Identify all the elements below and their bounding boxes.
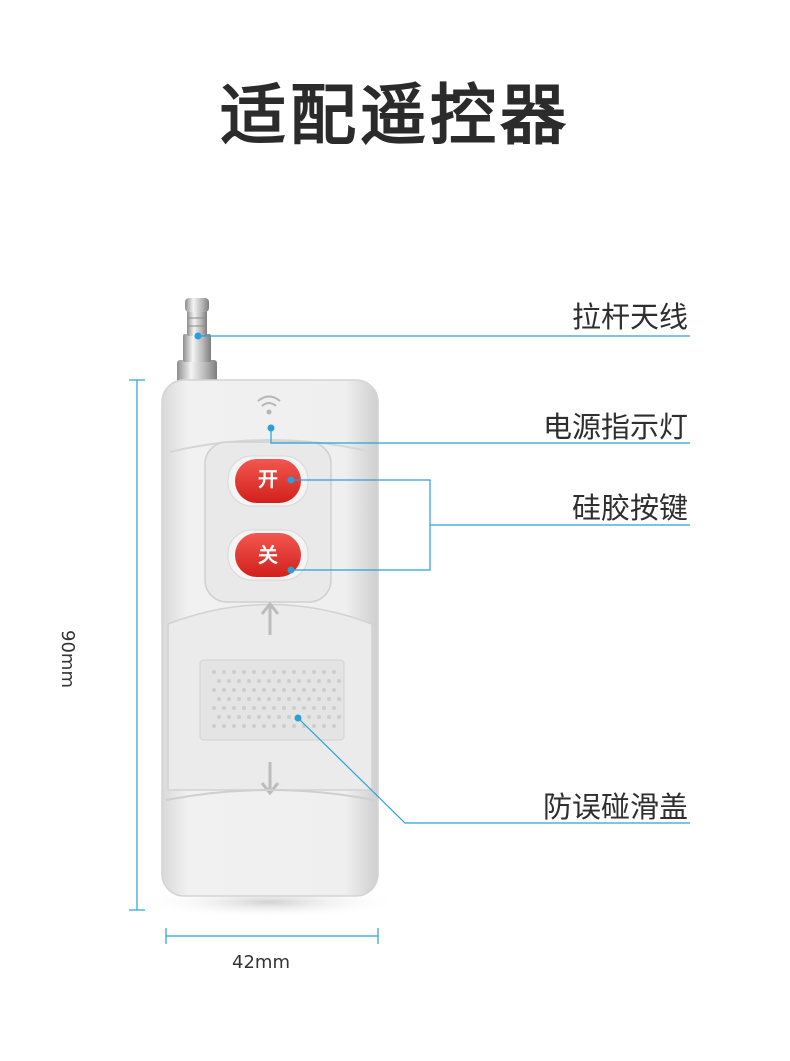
off-button bbox=[235, 533, 301, 577]
grip-dots bbox=[212, 670, 341, 728]
led-leader bbox=[270, 428, 690, 444]
on-button bbox=[235, 459, 301, 503]
signal-icon bbox=[257, 395, 281, 407]
callout-silicone-keys: 硅胶按键 bbox=[571, 491, 688, 525]
on-button-label: 开 bbox=[258, 467, 278, 491]
width-dimension-label: 42mm bbox=[232, 952, 290, 973]
dimension-lines bbox=[129, 379, 379, 944]
antenna bbox=[177, 298, 217, 390]
down-arrow-icon bbox=[260, 762, 280, 796]
keys-leader-bottom bbox=[291, 525, 431, 571]
cover-leader bbox=[297, 717, 690, 824]
up-arrow-icon bbox=[260, 601, 280, 635]
height-dimension-label: 90mm bbox=[57, 630, 78, 688]
page-title: 适配遥控器 bbox=[220, 77, 570, 154]
callout-lines bbox=[198, 335, 690, 824]
callout-power-led: 电源指示灯 bbox=[542, 410, 688, 444]
off-button-label: 关 bbox=[258, 543, 278, 567]
keys-leader-top bbox=[291, 479, 690, 526]
remote-body bbox=[161, 379, 379, 897]
callout-antenna: 拉杆天线 bbox=[571, 300, 688, 334]
callout-slide-cover: 防误碰滑盖 bbox=[542, 790, 688, 824]
